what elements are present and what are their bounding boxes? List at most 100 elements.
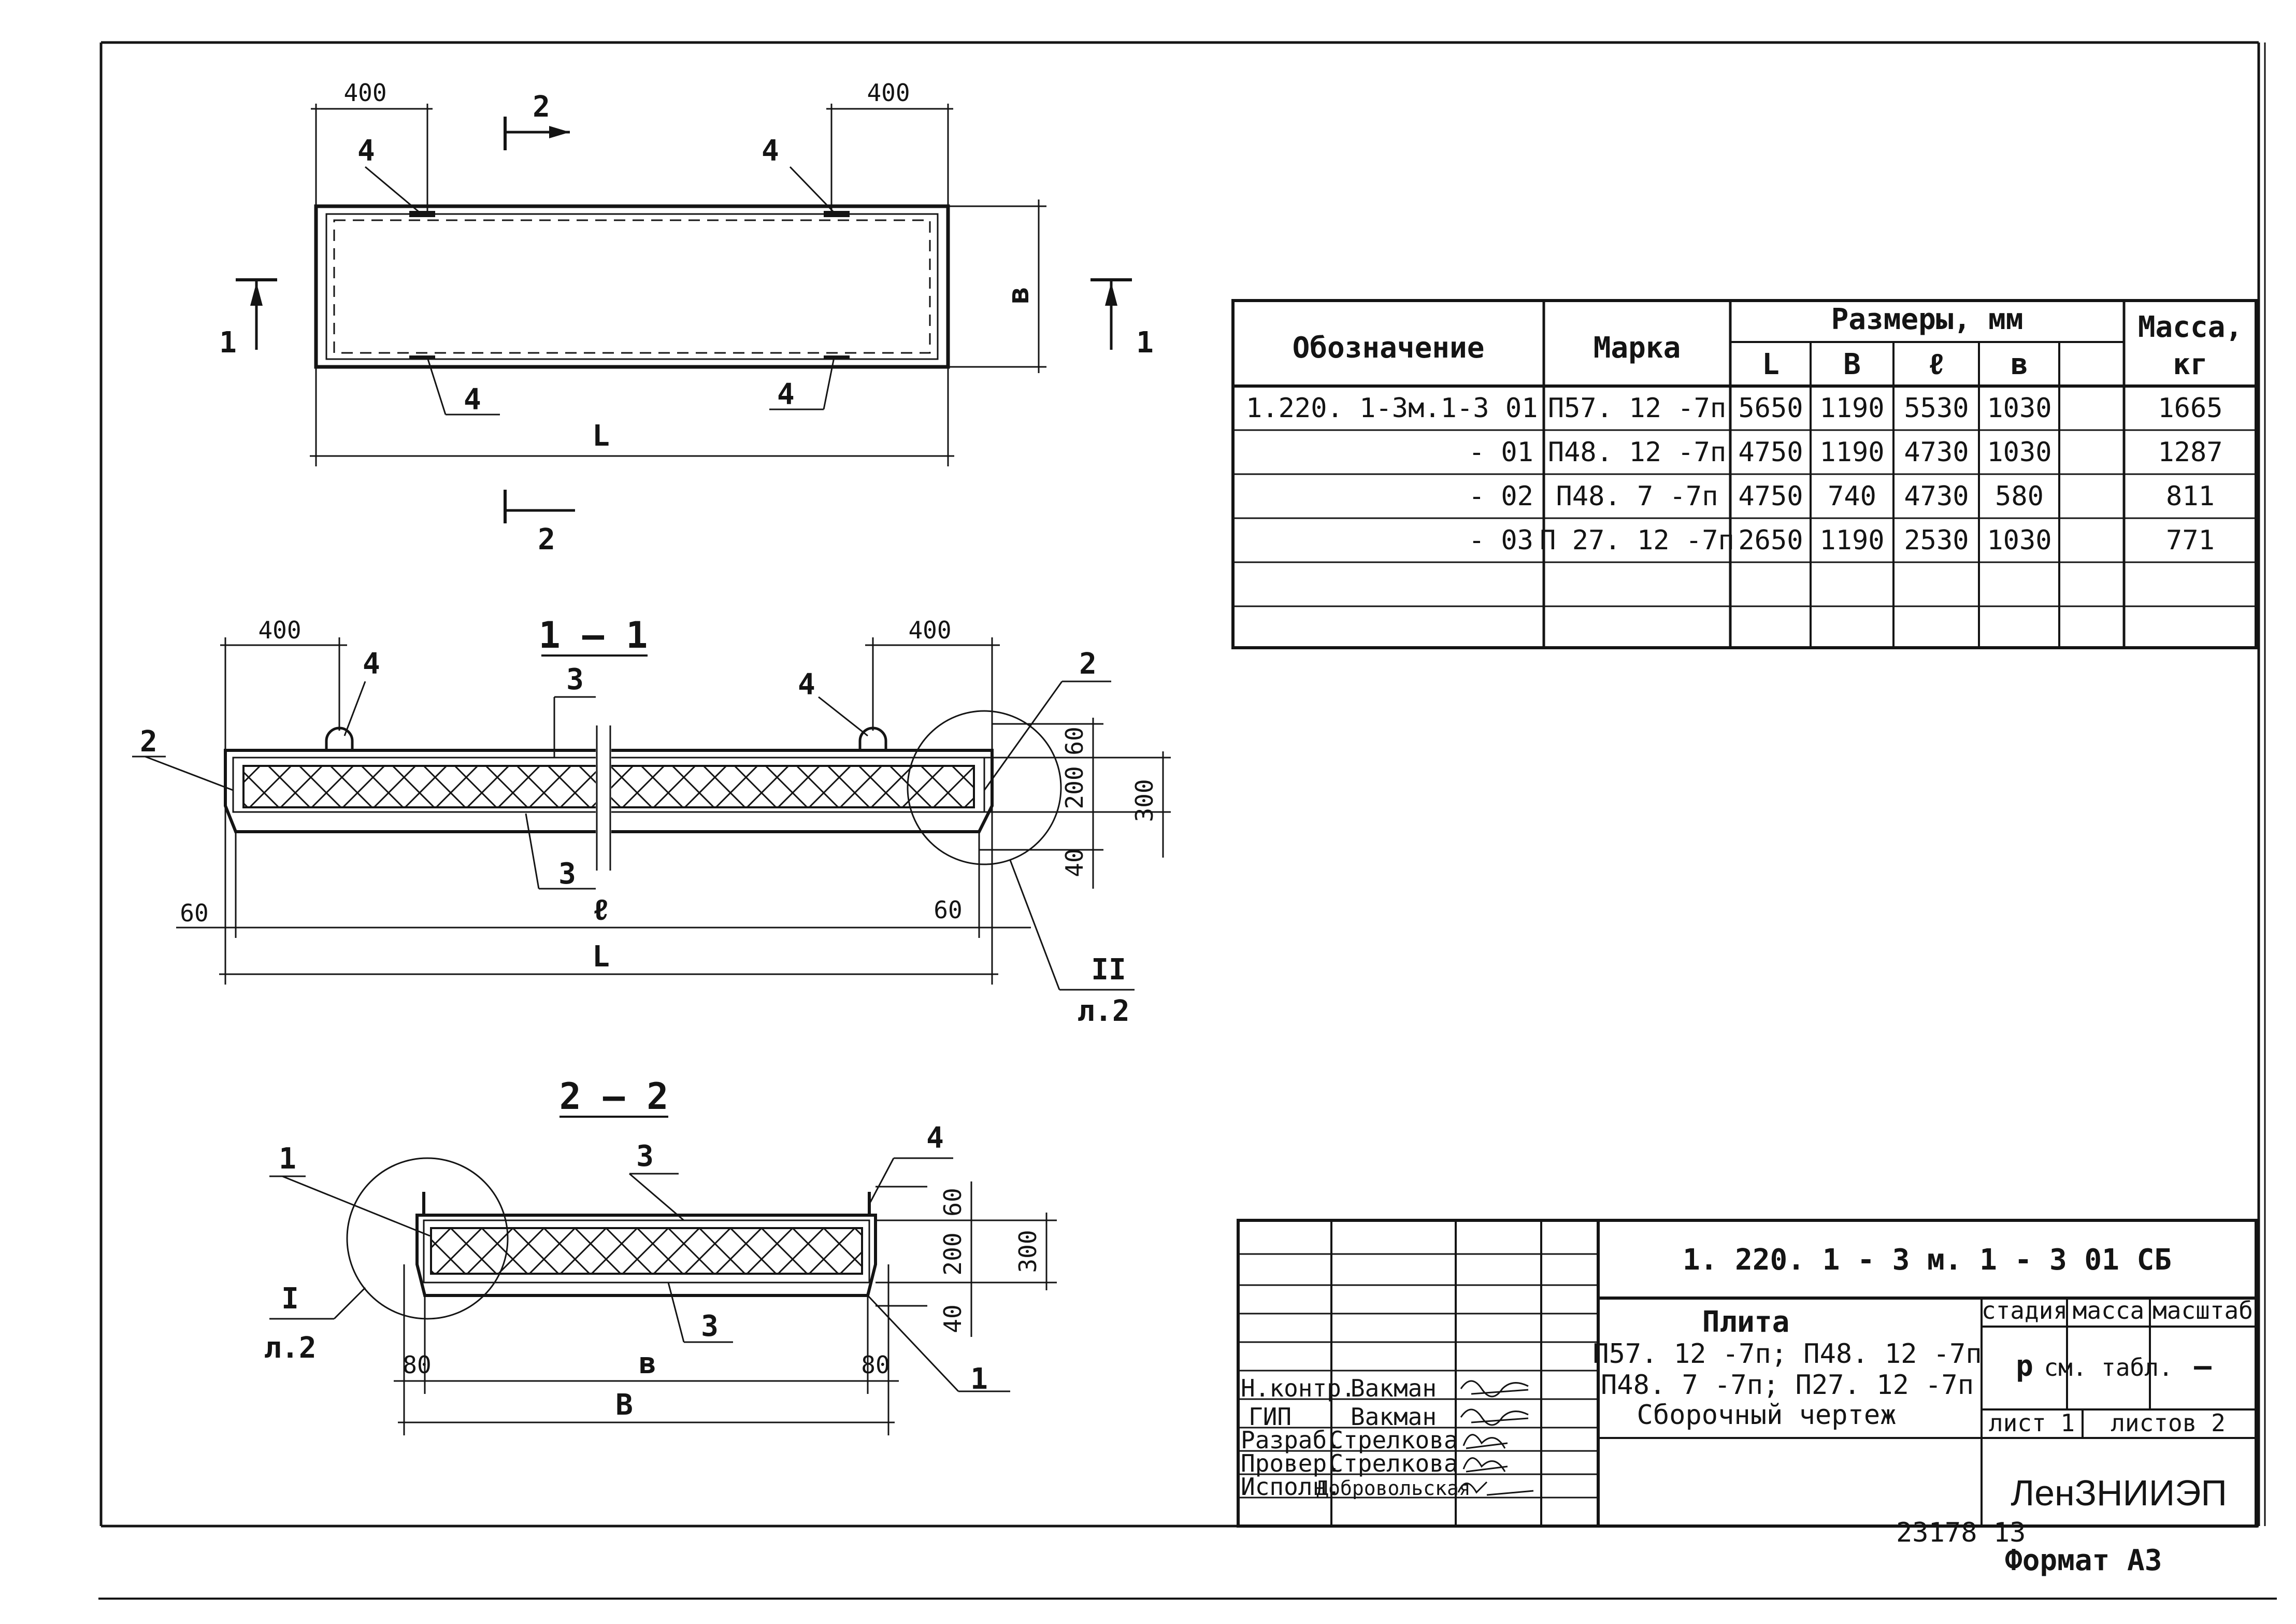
title-block: 1. 220. 1 - 3 м. 1 - 3 01 СБ Плита П57. … bbox=[1237, 1219, 2258, 1528]
section-2-2: 2 — 2 I л.2 1 3 3 4 1 80 80 bbox=[264, 1075, 1057, 1435]
mass-value: см. табл. bbox=[2044, 1354, 2173, 1381]
organization: ЛенЗНИИЭП bbox=[2011, 1473, 2227, 1513]
staff-name: Вакман bbox=[1351, 1403, 1437, 1431]
staff-role: Провер. bbox=[1241, 1449, 1341, 1477]
cell-mark: П48. 7 -7п bbox=[1556, 481, 1718, 512]
section-1-1-dim-v-60: 60 bbox=[1060, 726, 1088, 755]
cell-mark: П57. 12 -7п bbox=[1548, 393, 1726, 424]
stage-label: стадия bbox=[1982, 1297, 2068, 1324]
signature bbox=[1460, 1380, 1529, 1398]
plan-dim-length: L bbox=[592, 419, 610, 453]
cell-B: 740 bbox=[1828, 481, 1876, 512]
section-2-2-callout-3-top: 3 bbox=[636, 1139, 654, 1173]
plan-callout-4: 4 bbox=[777, 378, 795, 411]
section-1-1-node-ref-sheet: л.2 bbox=[1077, 994, 1129, 1028]
stage-value: р bbox=[2016, 1349, 2033, 1383]
cell-mass: 1287 bbox=[2158, 437, 2222, 468]
drawing-type: Сборочный чертеж bbox=[1637, 1400, 1897, 1431]
cell-b: 1030 bbox=[1987, 525, 2051, 556]
staff-role: Н.контр. bbox=[1241, 1374, 1356, 1402]
cell-b: 580 bbox=[1995, 481, 2044, 512]
inventory-number: 23178 13 bbox=[1896, 1517, 2026, 1548]
cell-l: 5530 bbox=[1904, 393, 1969, 424]
col-header-mass: Масса, bbox=[2138, 310, 2243, 344]
plan-dim-400-left: 400 bbox=[343, 79, 386, 107]
plan-section-2-top: 2 bbox=[533, 90, 550, 124]
plan-section-1-left: 1 bbox=[219, 326, 237, 360]
product-name: Плита bbox=[1702, 1305, 1790, 1339]
cell-designation: - 01 bbox=[1469, 437, 1533, 468]
section-1-1-callout-2-left: 2 bbox=[140, 725, 157, 759]
node-ii-circle bbox=[907, 710, 1062, 865]
product-marks: П57. 12 -7п; П48. 12 -7п bbox=[1592, 1338, 1982, 1370]
col-header-size: В bbox=[1843, 348, 1861, 381]
plan-callout-4: 4 bbox=[357, 134, 375, 168]
section-2-2-dim-v-60: 60 bbox=[939, 1188, 967, 1216]
sheet-format: Формат А3 bbox=[2005, 1544, 2162, 1577]
section-2-2-dim-v-40: 40 bbox=[939, 1304, 967, 1333]
product-marks: П48. 7 -7п; П27. 12 -7п bbox=[1601, 1370, 1974, 1401]
section-2-2-node-ref-num: I bbox=[281, 1282, 299, 1316]
plan-dim-width: в bbox=[1002, 287, 1036, 304]
section-1-1-callout-3-top: 3 bbox=[566, 663, 584, 696]
section-1-1: 1 — 1 400 400 4 4 3 3 2 bbox=[132, 614, 1171, 1028]
section-2-2-dim-80-left: 80 bbox=[403, 1351, 431, 1379]
table-row: - 03 П 27. 12 -7п 2650 1190 2530 1030 77… bbox=[1469, 525, 2215, 556]
section-1-1-callout-3-bottom: 3 bbox=[558, 857, 576, 891]
staff-name: Стрелкова bbox=[1329, 1449, 1458, 1477]
section-2-2-node-ref-sheet: л.2 bbox=[264, 1331, 316, 1365]
cell-mass: 1665 bbox=[2158, 393, 2222, 424]
cell-l: 4730 bbox=[1904, 481, 1969, 512]
cell-designation: - 02 bbox=[1469, 481, 1533, 512]
section-2-2-callout-4: 4 bbox=[926, 1121, 944, 1155]
cell-mass: 811 bbox=[2166, 481, 2215, 512]
section-2-2-callout-1-top: 1 bbox=[279, 1142, 296, 1176]
cell-designation: - 03 bbox=[1469, 525, 1533, 556]
doc-code: 1. 220. 1 - 3 м. 1 - 3 01 СБ bbox=[1683, 1243, 2172, 1277]
scale-label: масштаб bbox=[2152, 1297, 2253, 1324]
staff-name: Стрелкова bbox=[1329, 1426, 1458, 1454]
node-i-circle bbox=[346, 1157, 509, 1320]
section-1-1-dim-60-left: 60 bbox=[180, 899, 208, 927]
cell-mark: П48. 12 -7п bbox=[1548, 437, 1726, 468]
plan-section-2-bottom: 2 bbox=[538, 523, 555, 557]
cell-B: 1190 bbox=[1819, 437, 1884, 468]
sheet-frame bbox=[98, 41, 2277, 1600]
cell-designation: 1.220. 1-3м.1-3 01 bbox=[1246, 393, 1538, 424]
plan-dim-400-right: 400 bbox=[867, 79, 910, 107]
section-1-1-dim-v-40: 40 bbox=[1060, 848, 1088, 877]
section-1-1-dim-400-left: 400 bbox=[258, 616, 301, 644]
cell-b: 1030 bbox=[1987, 437, 2051, 468]
cell-mass: 771 bbox=[2166, 525, 2215, 556]
col-header-designation: Обозначение bbox=[1293, 331, 1485, 365]
section-2-2-dim-v-200: 200 bbox=[939, 1232, 967, 1275]
signature bbox=[1460, 1408, 1529, 1426]
section-1-1-dim-total: L bbox=[592, 940, 610, 974]
section-1-1-title: 1 — 1 bbox=[539, 614, 648, 657]
col-header-mass-unit: кг bbox=[2173, 348, 2207, 381]
col-header-size: ℓ bbox=[1928, 348, 1945, 381]
signature bbox=[1457, 1481, 1534, 1496]
cell-l: 4730 bbox=[1904, 437, 1969, 468]
section-2-2-dim-80-right: 80 bbox=[861, 1351, 889, 1379]
cell-B: 1190 bbox=[1819, 525, 1884, 556]
cell-B: 1190 bbox=[1819, 393, 1884, 424]
section-2-2-dim-v-300: 300 bbox=[1014, 1230, 1042, 1273]
col-header-sizes: Размеры, мм bbox=[1831, 303, 2024, 336]
section-1-1-dim-60-right: 60 bbox=[934, 896, 962, 924]
staff-role: Разраб. bbox=[1241, 1426, 1341, 1454]
staff-name: Добровольская bbox=[1316, 1477, 1470, 1500]
col-header-size: в bbox=[2011, 348, 2028, 381]
section-1-1-dim-v-300: 300 bbox=[1130, 779, 1158, 822]
scale-value: – bbox=[2194, 1349, 2212, 1383]
section-1-1-dim-v-200: 200 bbox=[1060, 766, 1088, 809]
col-header-mark: Марка bbox=[1594, 331, 1681, 365]
cell-L: 2650 bbox=[1738, 525, 1803, 556]
table-row: - 02 П48. 7 -7п 4750 740 4730 580 811 bbox=[1469, 481, 2215, 512]
plan-callout-4: 4 bbox=[762, 134, 779, 168]
section-2-2-callout-3-bottom: 3 bbox=[701, 1309, 719, 1343]
plan-slab-inner bbox=[325, 213, 939, 360]
section-2-2-dim-inner: в bbox=[639, 1347, 656, 1380]
mass-label: масса bbox=[2073, 1297, 2144, 1324]
